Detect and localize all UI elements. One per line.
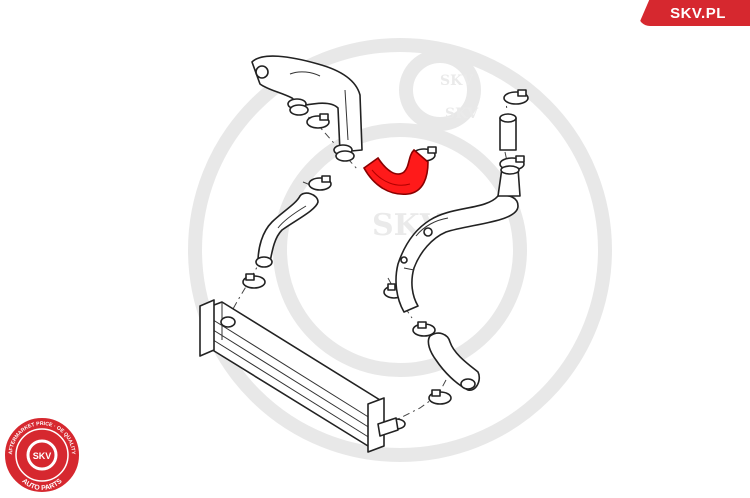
skv-auto-parts-seal: SKV AFTERMARKET PRICE · OE QUALITY AUTO … <box>3 416 81 494</box>
clamp <box>503 89 529 105</box>
gear-watermark: SKV SKV SKV <box>188 38 612 462</box>
watermark-text-small: SKV <box>440 73 474 89</box>
highlighted-hose <box>362 148 429 195</box>
brand-name: SKV.PL <box>670 4 726 22</box>
clamp <box>306 113 330 129</box>
right-lower-hose <box>427 332 481 391</box>
seal-center-text: SKV <box>33 451 52 461</box>
brand-badge[interactable]: SKV.PL <box>638 0 750 26</box>
right-charge-pipe <box>395 194 519 313</box>
clamp <box>412 321 436 337</box>
upper-charge-pipe <box>251 55 363 162</box>
left-lower-hose <box>255 192 319 268</box>
clamp <box>428 389 452 405</box>
right-vertical-hose <box>497 113 521 197</box>
intercooler <box>199 299 406 453</box>
hose-clamps <box>242 89 529 405</box>
clamp <box>308 175 332 191</box>
clamp <box>242 273 266 289</box>
watermark-text-small-2: SKV <box>445 106 479 122</box>
